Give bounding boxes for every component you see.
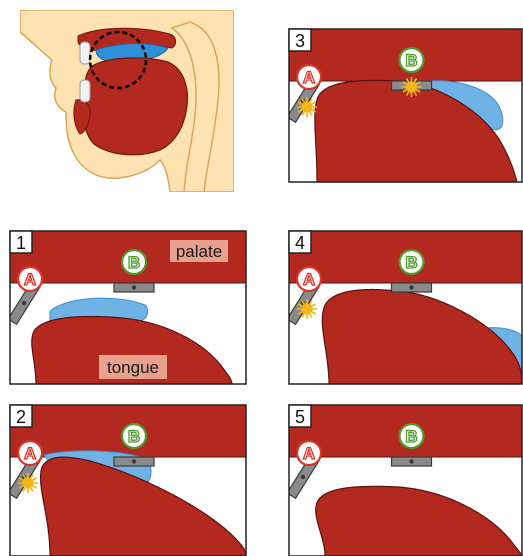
overview-upper-teeth	[80, 42, 90, 64]
panel-3: A B 3	[287, 29, 522, 182]
panel-2: A B 2	[8, 405, 246, 556]
badge-b-letter: B	[128, 253, 140, 272]
panel-4: A B 4	[287, 231, 523, 384]
badge-b-letter: B	[128, 427, 140, 446]
sensor-a-glow-core	[302, 304, 313, 315]
badge-a-letter: A	[303, 270, 315, 289]
badge-a-letter: A	[24, 444, 36, 463]
badge-b-letter: B	[405, 427, 417, 446]
overview-lower-teeth	[80, 80, 90, 102]
badge-a-letter: A	[303, 444, 315, 463]
sensor-b-dot	[132, 285, 136, 289]
panel-number: 4	[295, 233, 305, 253]
panel-number: 3	[295, 31, 305, 51]
palate-label: palate	[176, 242, 222, 261]
badge-a-letter: A	[24, 270, 36, 289]
panel-number: 5	[295, 407, 305, 427]
sensor-b-dot	[132, 459, 136, 463]
panel-number: 1	[16, 233, 26, 253]
panel-number: 2	[16, 407, 26, 427]
sensor-b-glow-core	[406, 82, 417, 93]
panel-5: A B 5	[287, 405, 522, 556]
sensor-a-glow-core	[302, 102, 313, 113]
sensor-b-dot	[409, 459, 413, 463]
tongue-label: tongue	[107, 358, 159, 377]
badge-a-letter: A	[303, 68, 315, 87]
badge-b-letter: B	[405, 253, 417, 272]
sensor-b-dot	[409, 285, 413, 289]
sensor-a-glow-core	[23, 478, 34, 489]
head-overview	[20, 10, 234, 192]
badge-b-letter: B	[405, 51, 417, 70]
overview-tongue	[84, 58, 187, 155]
